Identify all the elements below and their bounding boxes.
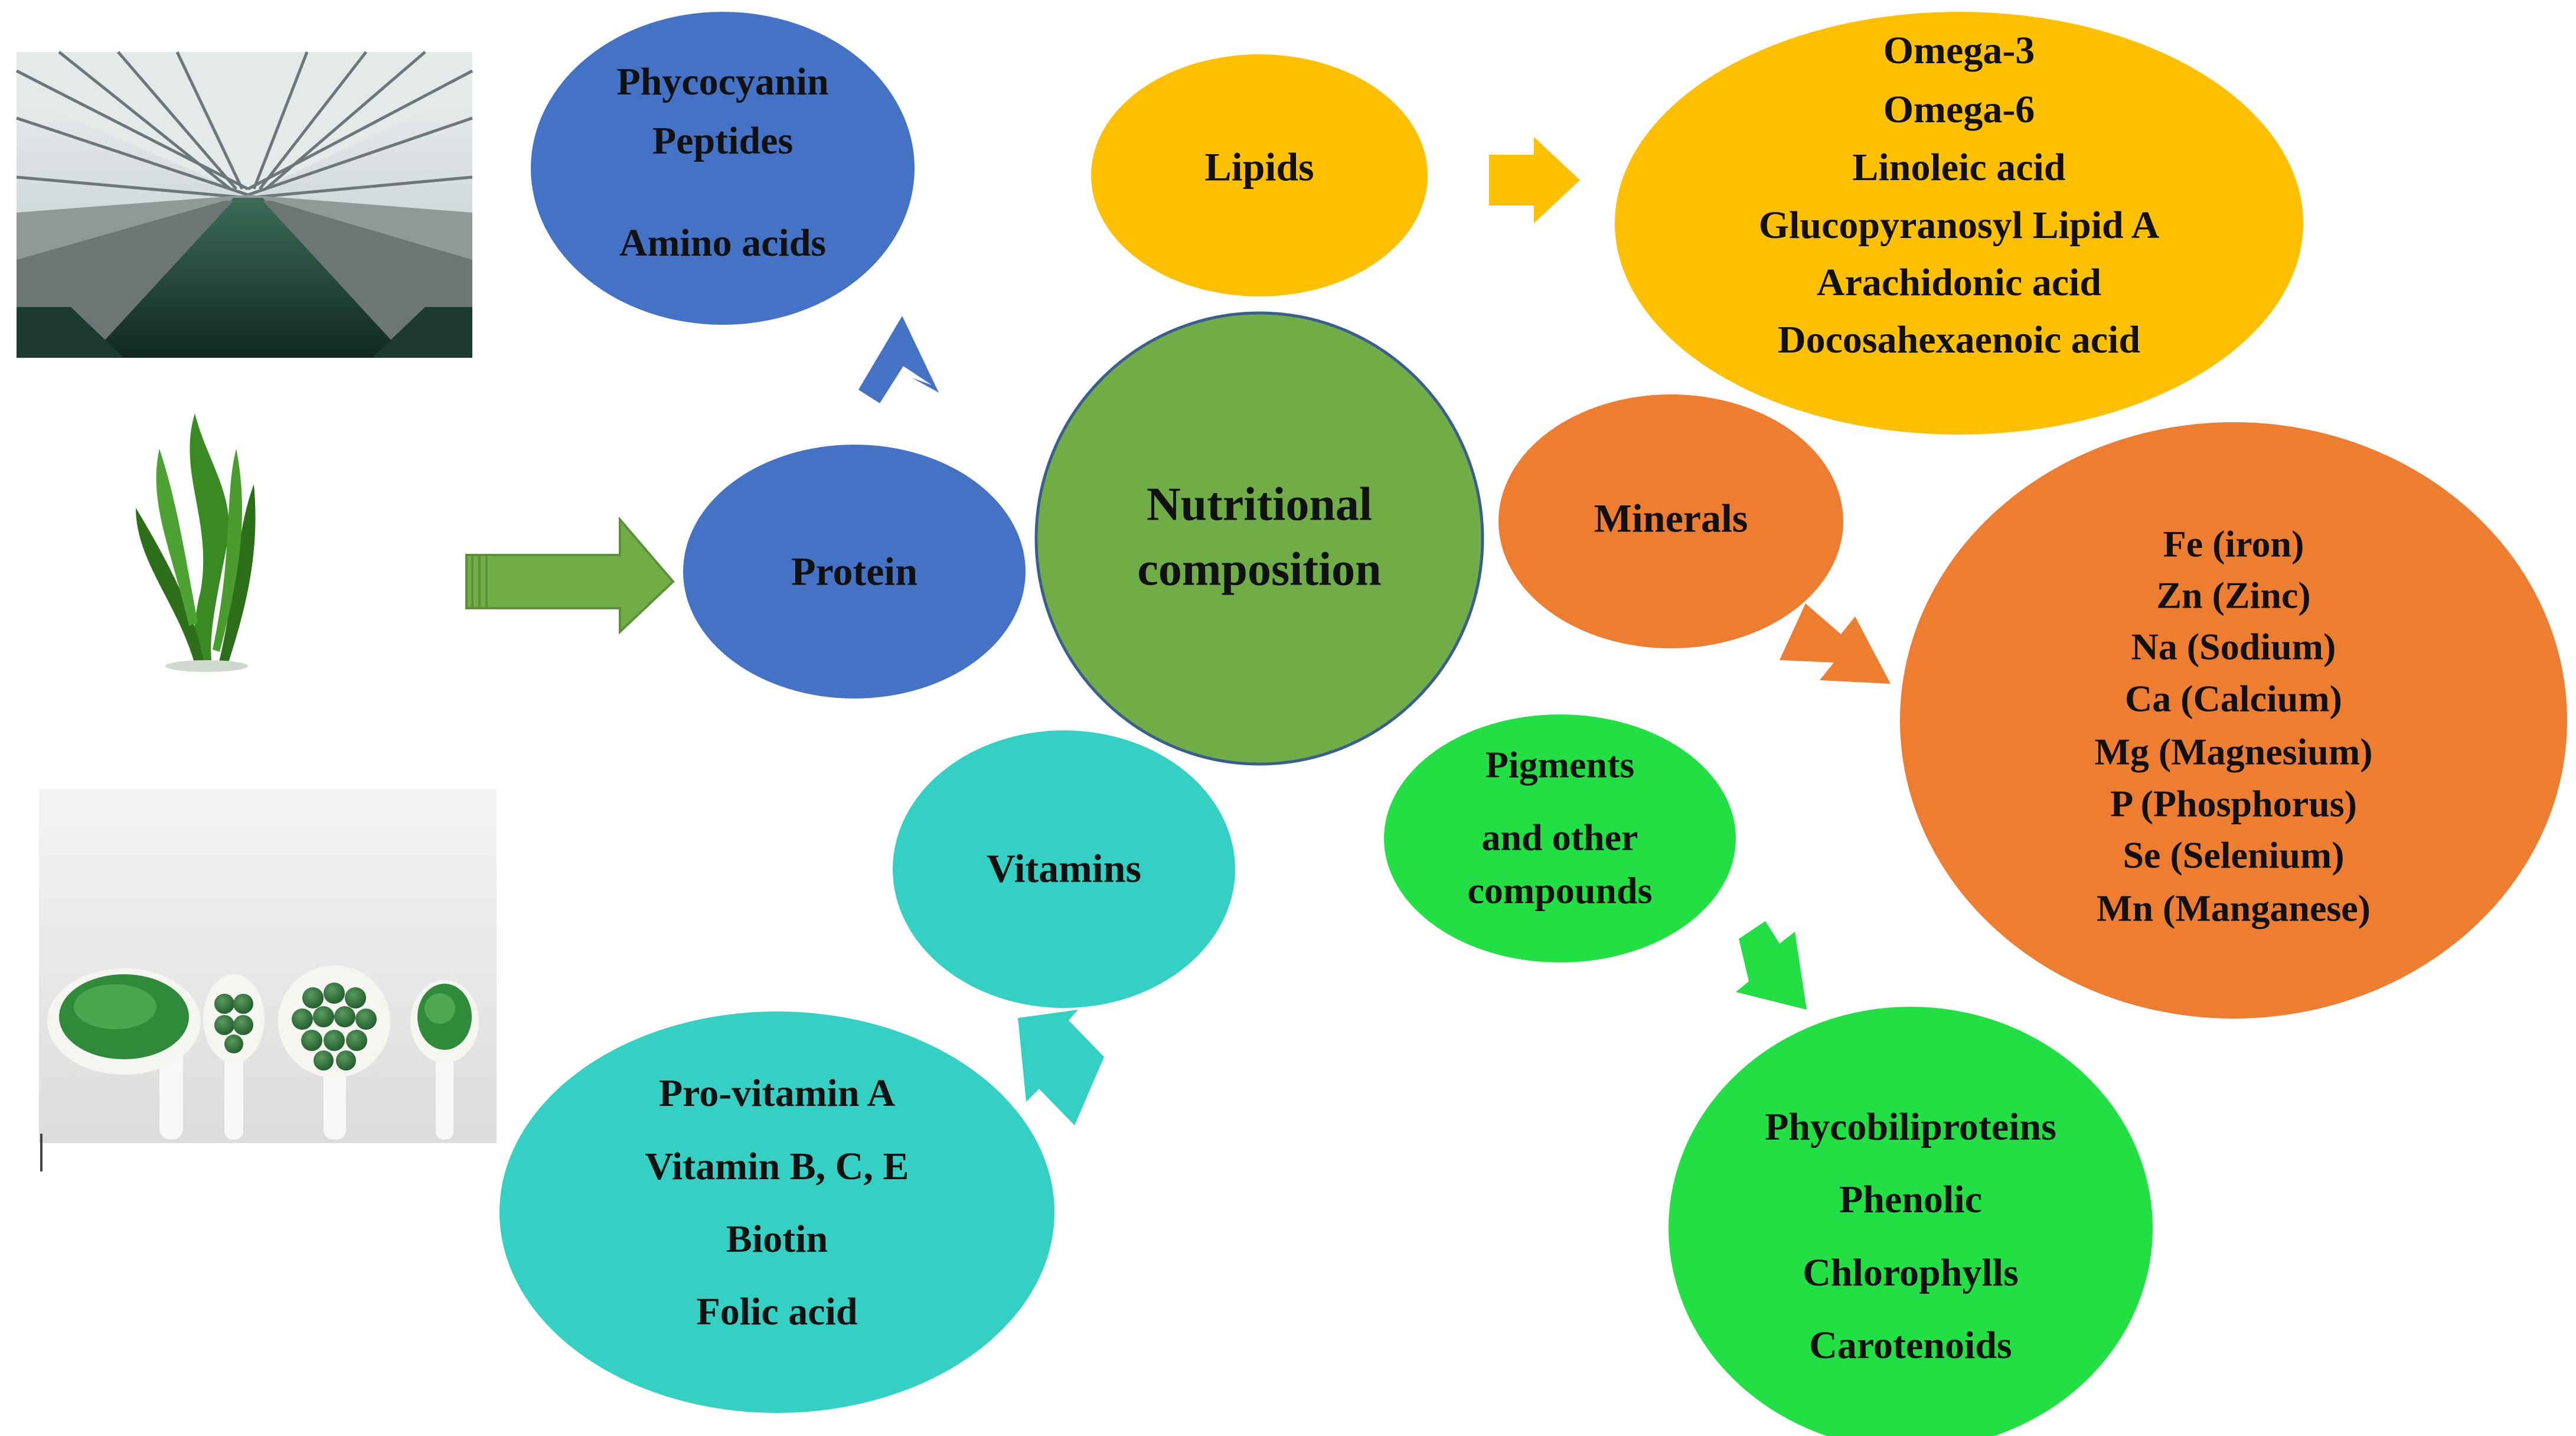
minerals-node: [1498, 394, 1843, 648]
minerals-detail-5: Mg (Magnesium): [2094, 731, 2372, 773]
minerals-details-node: [1900, 422, 2567, 1019]
lipids-detail-6: Docosahexaenoic acid: [1778, 318, 2140, 361]
protein-node: [683, 445, 1026, 699]
arrow-lipids-to-details: [1489, 137, 1580, 223]
minerals-detail-2: Zn (Zinc): [2156, 575, 2310, 616]
arrow-protein-to-details: [858, 316, 939, 403]
pigments-detail-4: Carotenoids: [1809, 1324, 2012, 1367]
minerals-detail-7: Se (Selenium): [2123, 834, 2344, 876]
minerals-detail-3: Na (Sodium): [2131, 626, 2336, 668]
center-label-line1: Nutritional: [1147, 478, 1372, 530]
vitamins-detail-4: Folic acid: [696, 1290, 857, 1333]
diagram-labels: Phycocyanin Peptides Amino acids Lipids …: [616, 29, 2372, 1367]
lipids-label: Lipids: [1204, 145, 1314, 190]
center-label-line2: composition: [1137, 543, 1381, 595]
lipids-detail-3: Linoleic acid: [1852, 146, 2065, 189]
vitamins-label: Vitamins: [987, 846, 1141, 891]
pigments-detail-2: Phenolic: [1839, 1178, 1982, 1221]
pigments-label-line1: Pigments: [1485, 744, 1634, 786]
vitamins-detail-3: Biotin: [726, 1218, 828, 1261]
vitamins-node: [893, 730, 1235, 1008]
lipids-detail-1: Omega-3: [1883, 29, 2035, 72]
pigments-details-node: [1669, 1007, 2153, 1436]
center-node: [1034, 311, 1484, 766]
protein-detail-2: Peptides: [652, 119, 793, 162]
minerals-detail-1: Fe (iron): [2163, 523, 2304, 565]
vitamins-detail-1: Pro-vitamin A: [659, 1072, 896, 1115]
pigments-node: [1384, 714, 1736, 962]
lipids-details-node: [1615, 12, 2303, 435]
arrow-vitamins-to-details: [1018, 1010, 1104, 1125]
lipids-detail-4: Glucopyranosyl Lipid A: [1759, 204, 2160, 247]
minerals-detail-6: P (Phosphorus): [2110, 783, 2357, 825]
spirulina-products-photo: [39, 789, 497, 1171]
vitamins-detail-2: Vitamin B, C, E: [645, 1145, 909, 1188]
minerals-detail-8: Mn (Manganese): [2097, 887, 2371, 929]
raceway-pond-photo: [15, 51, 474, 358]
minerals-detail-4: Ca (Calcium): [2125, 678, 2342, 720]
pigments-label-line2: and other: [1482, 817, 1638, 859]
protein-details-node: [531, 12, 915, 325]
arrow-to-protein: [465, 516, 675, 635]
vitamins-details-node: [499, 1011, 1054, 1413]
arrow-minerals-to-details: [1780, 603, 1891, 684]
lipids-detail-2: Omega-6: [1883, 88, 2035, 131]
protein-label: Protein: [791, 549, 918, 594]
pigments-label-line3: compounds: [1468, 870, 1653, 912]
lipids-detail-5: Arachidonic acid: [1817, 261, 2101, 304]
arrow-pigments-to-details: [1736, 921, 1807, 1010]
protein-detail-1: Phycocyanin: [616, 60, 828, 103]
pigments-detail-1: Phycobiliproteins: [1765, 1105, 2056, 1148]
protein-detail-3: Amino acids: [619, 221, 826, 265]
minerals-label: Minerals: [1594, 496, 1748, 541]
lipids-node: [1091, 54, 1428, 296]
pigments-detail-3: Chlorophylls: [1803, 1251, 2019, 1294]
seaweed-icon: [136, 413, 256, 672]
